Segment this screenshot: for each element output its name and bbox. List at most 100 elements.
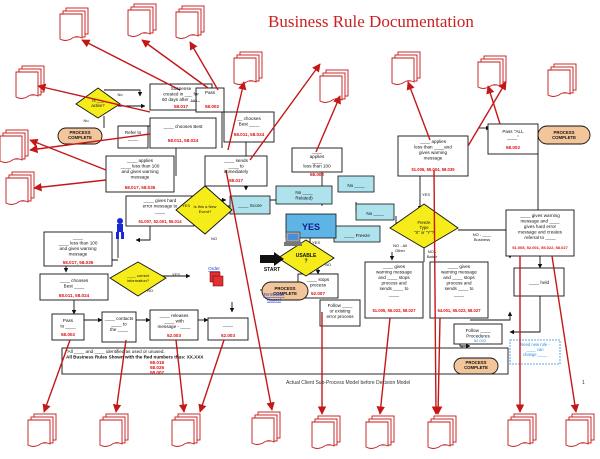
order-label: Order bbox=[208, 266, 220, 271]
no-1-label: No ____ bbox=[347, 183, 365, 188]
gives-warning-right-box bbox=[505, 209, 575, 257]
computer-icon bbox=[284, 231, 302, 246]
pass-to-rule-ref: 58.002 bbox=[61, 332, 75, 337]
no-2-label: No ____ bbox=[366, 211, 384, 216]
process-complete-terminal-4 bbox=[453, 357, 499, 375]
document-stack-icon bbox=[171, 413, 201, 447]
notes-text: "All ____ and ____ identified as used or… bbox=[66, 349, 204, 375]
yes-branch-label-2: YES bbox=[172, 272, 180, 277]
applies-bottom-left-rule-ref: 58.017, 58.035 bbox=[63, 260, 94, 265]
document-stack-icon bbox=[391, 51, 421, 85]
note-line-1: "All ____ and ____ identified as used or… bbox=[66, 349, 165, 354]
document-stack-icon bbox=[251, 411, 281, 445]
no-branch-label-6: No bbox=[117, 92, 123, 97]
link-labels: Order Terminate/Cancel bbox=[208, 266, 285, 303]
no-branch-label-5: No bbox=[83, 118, 89, 123]
chooses-best-1-label: ____ chooses Best bbox=[162, 124, 203, 129]
is-this-new-diamond bbox=[175, 185, 233, 235]
applies-mid-box bbox=[291, 147, 343, 173]
note-line-3: 58.018 bbox=[150, 360, 164, 365]
document-stack-icon bbox=[127, 3, 157, 37]
pass-to-box bbox=[51, 313, 85, 341]
note-line-5: 58.007 bbox=[150, 370, 164, 375]
freeze-label: ____ Freeze bbox=[343, 233, 370, 238]
document-stack-icon bbox=[547, 63, 577, 97]
no-2-box bbox=[355, 203, 395, 221]
score-label: ____ Score bbox=[237, 203, 262, 208]
gives-hard-rule-ref: 51.007, 52.001, 55.014 bbox=[138, 219, 182, 224]
chooses-best-3-rule-ref: 58.011, 58.024 bbox=[59, 293, 90, 298]
small-box bbox=[207, 317, 249, 341]
applies-mid-rule-ref: 58.002 bbox=[310, 172, 324, 177]
event-boxes bbox=[229, 175, 561, 365]
applies-right-box bbox=[397, 135, 469, 177]
document-stack-icon bbox=[27, 413, 57, 447]
no-branch-label-3: NO bbox=[147, 288, 153, 293]
gives-warning-left-rule-ref: 51.005, 55.022, 58.027 bbox=[372, 308, 416, 313]
chooses-best-1-box bbox=[149, 117, 217, 149]
document-stack-icon bbox=[427, 415, 457, 449]
terminals bbox=[57, 125, 591, 375]
applies-mid-label: ____applies____less than 100 bbox=[303, 149, 331, 168]
chooses-best-3-box bbox=[39, 273, 109, 301]
follow-procedures-label: Follow ____Procedures bbox=[466, 328, 491, 339]
decision-diamonds bbox=[75, 87, 459, 297]
follow-existing-box bbox=[319, 299, 361, 327]
yes-label: YES bbox=[302, 222, 320, 232]
document-stack-icon bbox=[365, 415, 395, 449]
pass-all-box bbox=[487, 123, 539, 155]
sends-box bbox=[204, 155, 268, 187]
document-stack-icon bbox=[233, 51, 263, 85]
gives-warning-left-box bbox=[364, 261, 424, 319]
document-stack-icon bbox=[0, 129, 29, 163]
document-stack-icon bbox=[311, 415, 341, 449]
correct-info-diamond bbox=[109, 261, 167, 297]
pass-top-box bbox=[195, 87, 225, 113]
no-1-box bbox=[337, 175, 375, 193]
pass-top-rule-ref: 58.002 bbox=[205, 104, 219, 109]
chooses-best-2-box bbox=[223, 111, 275, 143]
page-number: 1 bbox=[582, 380, 585, 386]
sends-rule-ref: 58.017 bbox=[229, 178, 243, 183]
document-stack-icon bbox=[15, 65, 45, 99]
suspense-rule-ref: 58.017 bbox=[174, 104, 188, 109]
gives-warning-right-rule-ref: 51.005, 52.001, 55.022, 58.027 bbox=[512, 245, 568, 250]
no-related-label: No ____Related) bbox=[295, 190, 313, 201]
document-stack-icon bbox=[565, 413, 595, 447]
notes-box bbox=[61, 347, 509, 375]
new-rule-rule-ref: 52.002 bbox=[474, 338, 487, 343]
refer-to-box bbox=[117, 125, 149, 149]
document-stack-icon bbox=[99, 413, 129, 447]
yes-branch-label-1: YES bbox=[182, 203, 190, 208]
pass-all-label: Pass "ALL____" bbox=[502, 129, 524, 140]
pass-top-label: Pass bbox=[205, 90, 216, 95]
is-active-label: Is ___active? bbox=[91, 98, 105, 108]
pass-all-rule-ref: 58.002 bbox=[506, 145, 520, 150]
applies-left-rule-ref: 58.017, 58.035 bbox=[125, 185, 156, 190]
gives-warning-mid-box bbox=[429, 261, 489, 319]
no-branch-label-4: NO bbox=[191, 98, 197, 103]
releases-rule-ref: 52.003 bbox=[167, 333, 181, 338]
applies-right-rule-ref: 51.006, 55.004, 58.035 bbox=[411, 167, 455, 172]
process-complete-terminal-2 bbox=[537, 125, 591, 145]
note-line-4: 58.026 bbox=[150, 365, 164, 370]
process-boxes bbox=[39, 83, 575, 375]
